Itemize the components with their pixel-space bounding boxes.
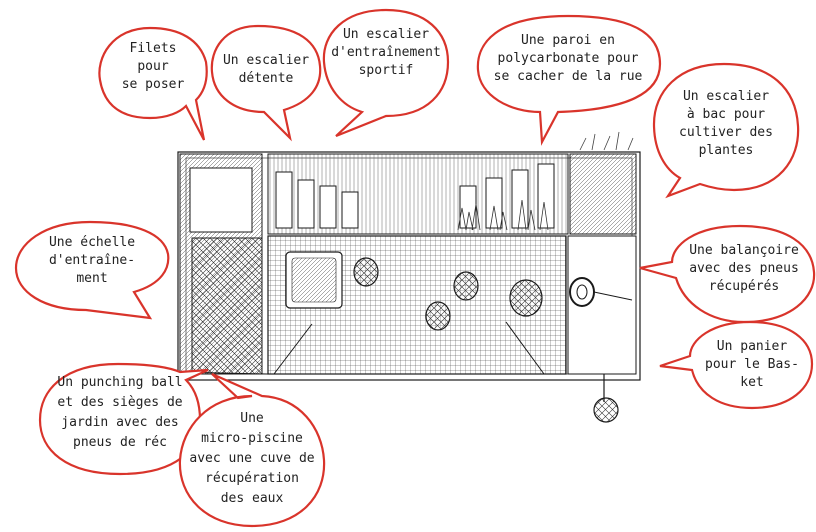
plants (457, 199, 549, 231)
stair-step-7 (511, 169, 529, 229)
label-sportif-l1: Un escalier (343, 27, 429, 42)
label-panier-l2: pour le Bas- (705, 357, 799, 372)
bubble-paroi: Une paroi en polycarbonate pour se cacher … (476, 14, 662, 146)
label-echelle-l2: d'entraîne- (49, 253, 135, 268)
planter-stair (569, 153, 637, 235)
swing-tyre-hole (576, 284, 588, 300)
stair-step-3 (319, 185, 337, 229)
micro-pool-inner (291, 257, 337, 303)
label-piscine-l5: des eaux (221, 491, 284, 506)
label-echelle-l3: ment (76, 271, 107, 286)
tyre-4 (509, 279, 543, 317)
label-paroi-l1: Une paroi en (521, 33, 615, 48)
frame-outline (177, 151, 641, 381)
label-punching-l3: jardin avec des (61, 415, 178, 430)
bubble-escalier-sportif: Un escalier d'entraînement sportif (322, 8, 450, 138)
stair-step-1 (275, 171, 293, 229)
label-sportif-l2: d'entraînement (331, 45, 441, 60)
label-panier-l3: ket (740, 375, 763, 390)
bubble-filets: Filets pour se poser (98, 26, 208, 141)
label-punching-l4: pneus de réc (73, 435, 167, 450)
label-echelle-l1: Une échelle (49, 235, 135, 250)
stair-step-6 (485, 177, 503, 229)
label-paroi-l2: polycarbonate pour (498, 51, 639, 66)
label-balancoire-l2: avec des pneus (689, 261, 799, 276)
bubble-panier: Un panier pour le Bas-ket (659, 320, 814, 410)
training-ladder (191, 237, 263, 375)
stair-step-8 (537, 163, 555, 229)
label-punching-l2: et des sièges de (57, 395, 182, 410)
label-paroi-l3: se cacher de la rue (494, 69, 643, 84)
label-bac-l2: à bac pour (687, 107, 765, 122)
stair-step-4 (341, 191, 359, 229)
bubble-punching: Un punching ball et des sièges de jardin a… (38, 362, 209, 476)
playground-drawing (177, 131, 641, 423)
tyre-2 (453, 271, 479, 301)
label-piscine-l3: avec une cuve de (189, 451, 314, 466)
bubble-escalier-bac: Un escalier à bac pour cultiver des plantes (652, 62, 800, 199)
label-balancoire-l1: Une balançoire (689, 243, 799, 258)
label-piscine-l4: récupération (205, 471, 299, 486)
label-bac-l1: Un escalier (683, 89, 769, 104)
label-punching-l1: Un punching ball (57, 375, 182, 390)
basket-hoop (593, 397, 619, 423)
planter-plants (579, 131, 634, 151)
label-filets-l2: pour (137, 59, 168, 74)
tyre-3 (425, 301, 451, 331)
label-piscine-l1: Une (240, 411, 264, 426)
label-filets-l1: Filets (130, 41, 177, 56)
bubble-echelle: Une échelle d'entraîne-ment (14, 220, 170, 320)
bubble-escalier-detente: Un escalier détente (210, 24, 322, 142)
label-sportif-l3: sportif (359, 63, 414, 78)
swing-rope (593, 291, 633, 301)
stair-step-2 (297, 179, 315, 229)
label-detente-l1: Un escalier (223, 53, 309, 68)
bubble-balancoire: Une balançoire avec des pneus récupérés (639, 224, 816, 324)
resting-net-panel (189, 167, 253, 233)
label-bac-l3: cultiver des (679, 125, 773, 140)
tyre-1 (353, 257, 379, 287)
label-filets-l3: se poser (122, 77, 185, 92)
label-panier-l1: Un panier (717, 339, 788, 354)
label-detente-l2: détente (239, 71, 294, 86)
label-bac-l4: plantes (699, 143, 754, 158)
bubble-piscine: Une micro-piscine avec une cuve de récupéra… (178, 372, 326, 528)
label-piscine-l2: micro-piscine (201, 431, 303, 446)
label-balancoire-l3: récupérés (709, 279, 779, 294)
